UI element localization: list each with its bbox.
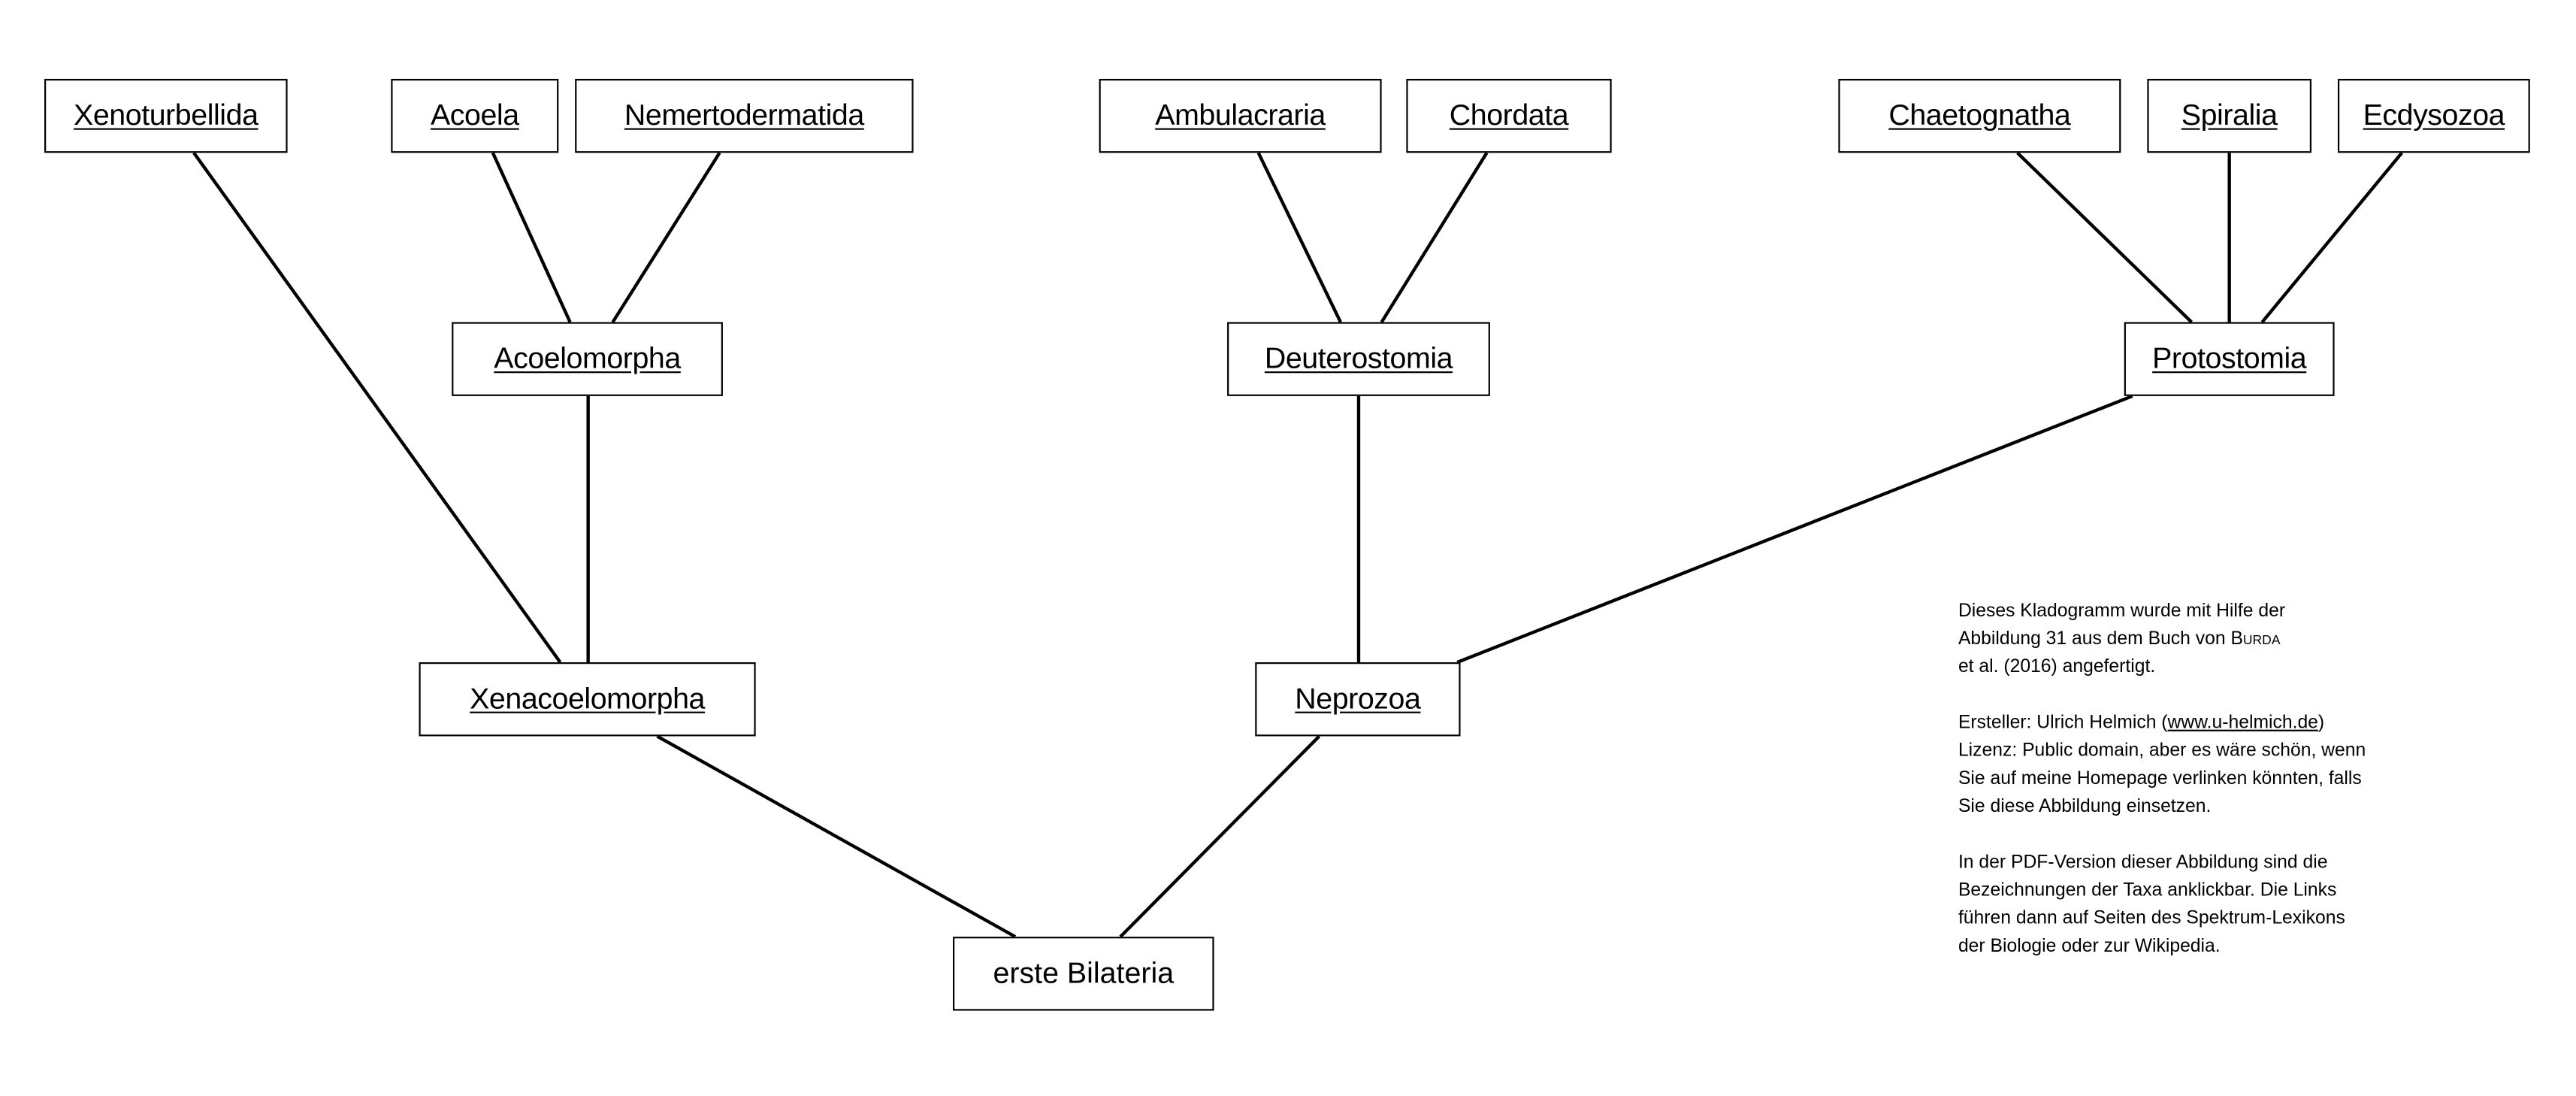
taxon-xenacoelomorpha: Xenacoelomorpha [419,662,756,737]
note-line: Dieses Kladogramm wurde mit Hilfe der [1958,601,2286,622]
note-text: ) [2317,713,2325,734]
note-text: Abbildung 31 aus dem Buch von [1958,629,2231,649]
note-line: Lizenz: Public domain, aber es wäre schö… [1958,740,2366,761]
note-line: Abbildung 31 aus dem Buch von Burda [1958,626,2451,654]
taxon-link[interactable]: Nemertodermatida [624,98,864,132]
taxon-link[interactable]: Neprozoa [1295,682,1421,715]
note-line: In der PDF-Version dieser Abbildung sind… [1958,852,2328,873]
author-name: Burda [2230,629,2281,649]
branch-chaetognatha [2016,151,2193,324]
taxon-link[interactable]: Acoelomorpha [494,341,681,375]
note-source: Dieses Kladogramm wurde mit Hilfe der Ab… [1958,598,2451,682]
taxon-acoela: Acoela [391,78,559,153]
note-text: Ersteller: Ulrich Helmich ( [1958,713,2168,734]
taxon-link[interactable]: Spiralia [2181,98,2278,132]
taxon-root: erste Bilateria [952,937,1214,1011]
note-line: der Biologie oder zur Wikipedia. [1958,937,2221,957]
branch-ecdysozoa [2260,151,2403,323]
note-line: Bezeichnungen der Taxa anklickbar. Die L… [1958,880,2337,901]
taxon-acoelomorpha: Acoelomorpha [452,322,723,396]
branch-nemertodermatida [611,152,721,323]
taxon-spiralia: Spiralia [2147,78,2311,153]
note-line: Sie auf meine Homepage verlinken könnten… [1958,769,2362,789]
taxon-link[interactable]: Chaetognatha [1888,98,2071,132]
taxon-chordata: Chordata [1406,78,1612,153]
homepage-link[interactable]: www.u-helmich.de [2167,713,2318,734]
taxon-link[interactable]: Chordata [1449,98,1569,132]
branch-chordata [1380,152,1489,323]
taxon-xenoturbellida: Xenoturbellida [44,78,288,153]
branch-acoela [491,152,572,323]
branch-ambulacraria [1256,152,1342,323]
taxon-link[interactable]: Protostomia [2152,341,2307,375]
taxon-link[interactable]: Acoela [430,98,519,132]
branch-xenoturbellida [192,152,562,664]
branch-protostomia [1456,394,2133,665]
taxon-nemertodermatida: Nemertodermatida [575,78,914,153]
taxon-neprozoa: Neprozoa [1255,662,1461,737]
taxon-ecdysozoa: Ecdysozoa [2337,78,2530,153]
root-label: erste Bilateria [993,956,1175,990]
taxon-link[interactable]: Xenoturbellida [74,98,259,132]
info-note: Dieses Kladogramm wurde mit Hilfe der Ab… [1958,598,2451,989]
note-author-license: Ersteller: Ulrich Helmich (www.u-helmich… [1958,710,2451,822]
note-line: Sie diese Abbildung einsetzen. [1958,797,2212,817]
branch-neprozoa [1119,734,1321,938]
taxon-link[interactable]: Xenacoelomorpha [470,682,705,715]
taxon-chaetognatha: Chaetognatha [1838,78,2121,153]
taxon-ambulacraria: Ambulacraria [1099,78,1382,153]
note-line: Ersteller: Ulrich Helmich (www.u-helmich… [1958,710,2451,737]
branch-xenacoelomorpha [656,734,1017,939]
taxon-link[interactable]: Deuterostomia [1264,341,1453,375]
taxon-protostomia: Protostomia [2124,322,2335,396]
taxon-deuterostomia: Deuterostomia [1227,322,1490,396]
note-line: führen dann auf Seiten des Spektrum-Lexi… [1958,908,2345,929]
taxon-link[interactable]: Ecdysozoa [2363,98,2505,132]
taxon-link[interactable]: Ambulacraria [1155,98,1326,132]
note-pdf-links: In der PDF-Version dieser Abbildung sind… [1958,849,2451,961]
note-line: et al. (2016) angefertigt. [1958,657,2156,677]
